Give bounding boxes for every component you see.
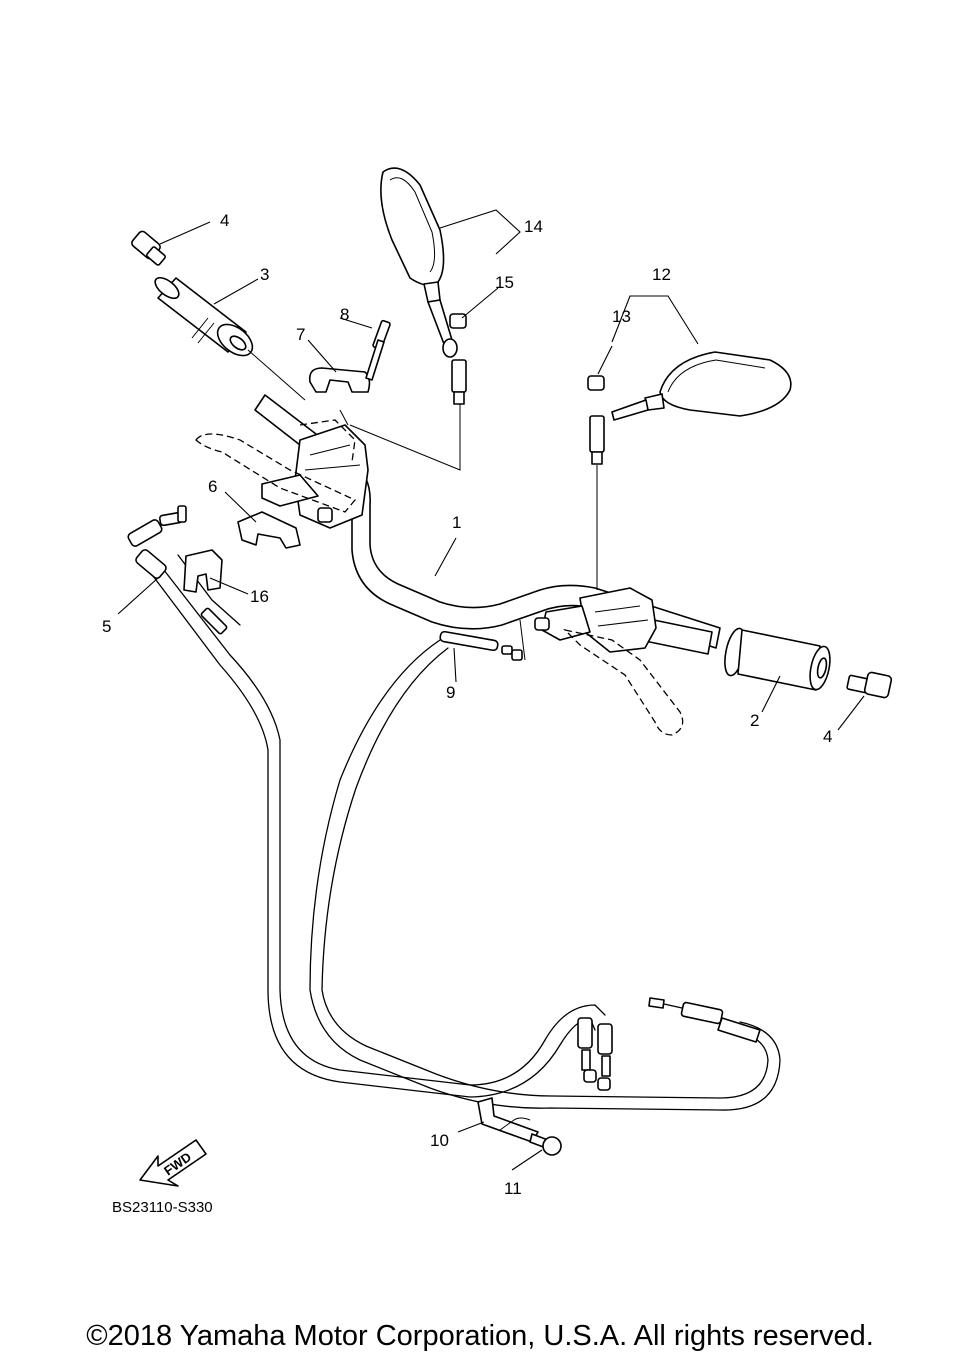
cable-guide [477, 1097, 539, 1143]
label-part-9: 9 [446, 683, 455, 702]
throttle-cable-upper-ends [127, 505, 187, 579]
leader-lines [117, 209, 865, 1171]
holder-clamp [308, 367, 371, 393]
clutch-cable [309, 630, 781, 1111]
clamp-bolt [365, 319, 391, 381]
label-part-1: 1 [452, 513, 461, 532]
right-throttle-grip [639, 617, 831, 691]
left-mirror [380, 167, 467, 405]
throttle-cable-lower-ends [577, 1017, 613, 1091]
fwd-arrow-icon: FWD [139, 1139, 207, 1187]
right-lever-holder [534, 587, 657, 653]
label-part-7: 7 [296, 325, 305, 344]
right-mirror [589, 351, 792, 465]
label-part-4-right: 4 [823, 727, 832, 746]
label-part-16: 16 [250, 587, 269, 606]
label-part-12: 12 [652, 265, 671, 284]
right-mirror-nut [587, 375, 605, 391]
right-bar-end-weight [846, 671, 893, 699]
label-part-3: 3 [260, 265, 269, 284]
label-part-13: 13 [612, 307, 631, 326]
label-part-8: 8 [340, 305, 349, 324]
label-part-5: 5 [102, 617, 111, 636]
label-part-15: 15 [495, 273, 514, 292]
part-number-labels: 1 2 3 4 4 5 6 7 8 9 10 11 12 13 14 15 16 [102, 211, 832, 1198]
label-part-10: 10 [430, 1131, 449, 1150]
left-lever-dashed-outline [195, 419, 357, 513]
label-part-6: 6 [208, 477, 217, 496]
copyright-notice: ©2018 Yamaha Motor Corporation, U.S.A. A… [86, 1320, 874, 1352]
switch-bracket [237, 511, 301, 549]
reference-lines [247, 349, 598, 661]
label-part-2: 2 [750, 711, 759, 730]
throttle-cable [149, 554, 606, 1098]
guide-bolt [529, 1133, 562, 1156]
clutch-cable-lower-end [648, 997, 761, 1043]
right-lever-dashed-outline [562, 628, 684, 736]
label-part-4-left: 4 [220, 211, 229, 230]
left-lever-holder [261, 424, 369, 529]
diagram-reference-code: BS23110-S330 [112, 1199, 213, 1216]
left-bar-end-weight [131, 230, 166, 266]
cable-holder [183, 549, 223, 593]
left-grip [154, 276, 254, 357]
label-part-11: 11 [504, 1179, 522, 1198]
label-part-14: 14 [524, 217, 543, 236]
